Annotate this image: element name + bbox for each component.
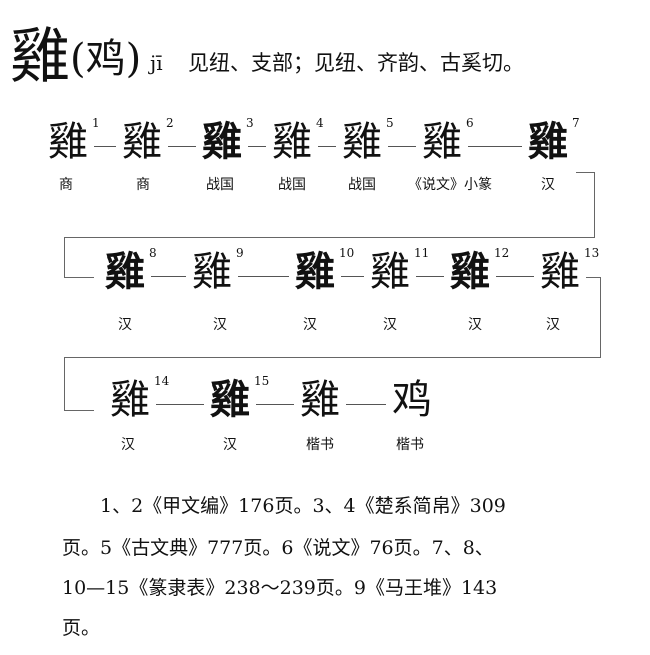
- wrap-line: [64, 410, 94, 411]
- glyph-form: 雞: [122, 119, 162, 165]
- glyph-form: 雞: [528, 118, 568, 165]
- form-number: 7: [572, 116, 580, 130]
- wrap-line: [594, 172, 595, 238]
- period-label: 战国: [206, 177, 234, 193]
- glyph-form: 雞: [202, 118, 242, 165]
- glyph-form: 雞: [342, 119, 382, 165]
- form-number: 9: [236, 246, 244, 260]
- form-number: 6: [466, 116, 474, 130]
- period-label: 汉: [213, 317, 227, 333]
- period-label: 汉: [383, 317, 397, 333]
- form-number: 1: [92, 116, 100, 130]
- wrap-line: [64, 237, 595, 238]
- glyph-form: 雞: [450, 248, 490, 295]
- period-label: 战国: [348, 177, 376, 193]
- wrap-line: [64, 357, 65, 410]
- glyph-form: 雞: [540, 249, 580, 295]
- period-label: 商: [59, 177, 73, 193]
- wrap-line: [64, 237, 65, 277]
- form-number: 13: [584, 246, 600, 260]
- glyph-form: 雞: [295, 248, 335, 295]
- glyph-form: 雞: [422, 119, 462, 165]
- period-label: 汉: [541, 177, 555, 193]
- period-label: 汉: [121, 437, 135, 453]
- period-label: 汉: [468, 317, 482, 333]
- form-number: 14: [154, 374, 170, 388]
- period-label: 汉: [546, 317, 560, 333]
- form-number: 12: [494, 246, 510, 260]
- connector-dash: [388, 146, 416, 147]
- period-label: 楷书: [306, 437, 334, 453]
- entry-character: 雞: [10, 22, 70, 92]
- phonology-description: 见纽、支部；见纽、齐韵、古奚切。: [188, 51, 524, 75]
- source-line-3: 10—15《篆隶表》238～239页。9《马王堆》143: [62, 577, 498, 599]
- glyph-form: 雞: [300, 377, 340, 423]
- connector-dash: [238, 276, 289, 277]
- connector-dash: [468, 146, 522, 147]
- glyph-form: 雞: [105, 248, 145, 295]
- connector-dash: [341, 276, 364, 277]
- source-line-2: 页。5《古文典》777页。6《说文》76页。7、8、: [62, 537, 494, 559]
- connector-dash: [156, 404, 204, 405]
- glyph-form: 雞: [272, 119, 312, 165]
- connector-dash: [416, 276, 444, 277]
- glyph-form: 雞: [48, 119, 88, 165]
- connector-dash: [496, 276, 534, 277]
- connector-dash: [346, 404, 386, 405]
- period-label: 汉: [223, 437, 237, 453]
- connector-dash: [168, 146, 196, 147]
- pinyin: jī: [150, 51, 163, 75]
- wrap-line: [64, 357, 601, 358]
- period-label: 战国: [278, 177, 306, 193]
- connector-dash: [94, 146, 116, 147]
- glyph-form: 雞: [192, 249, 232, 295]
- glyph-form: 鸡: [392, 377, 432, 423]
- form-number: 4: [316, 116, 324, 130]
- source-line-4: 页。: [62, 617, 101, 639]
- form-number: 2: [166, 116, 174, 130]
- period-label: 楷书: [396, 437, 424, 453]
- source-line-1: 1、2《甲文编》176页。3、4《楚系简帛》309: [100, 495, 506, 517]
- form-number: 15: [254, 374, 270, 388]
- form-number: 11: [414, 246, 430, 260]
- wrap-line: [576, 172, 594, 173]
- simplified-character: (鸡): [70, 36, 142, 82]
- glyph-form: 雞: [370, 249, 410, 295]
- wrap-line: [586, 277, 600, 278]
- form-number: 5: [386, 116, 394, 130]
- wrap-line: [600, 277, 601, 357]
- connector-dash: [151, 276, 186, 277]
- form-number: 3: [246, 116, 254, 130]
- connector-dash: [318, 146, 336, 147]
- wrap-line: [64, 277, 94, 278]
- period-label: 商: [136, 177, 150, 193]
- period-label: 《说文》小篆: [408, 177, 492, 193]
- glyph-form: 雞: [110, 377, 150, 423]
- period-label: 汉: [118, 317, 132, 333]
- connector-dash: [256, 404, 294, 405]
- glyph-form: 雞: [210, 376, 250, 423]
- form-number: 8: [149, 246, 157, 260]
- period-label: 汉: [303, 317, 317, 333]
- connector-dash: [248, 146, 266, 147]
- form-number: 10: [339, 246, 355, 260]
